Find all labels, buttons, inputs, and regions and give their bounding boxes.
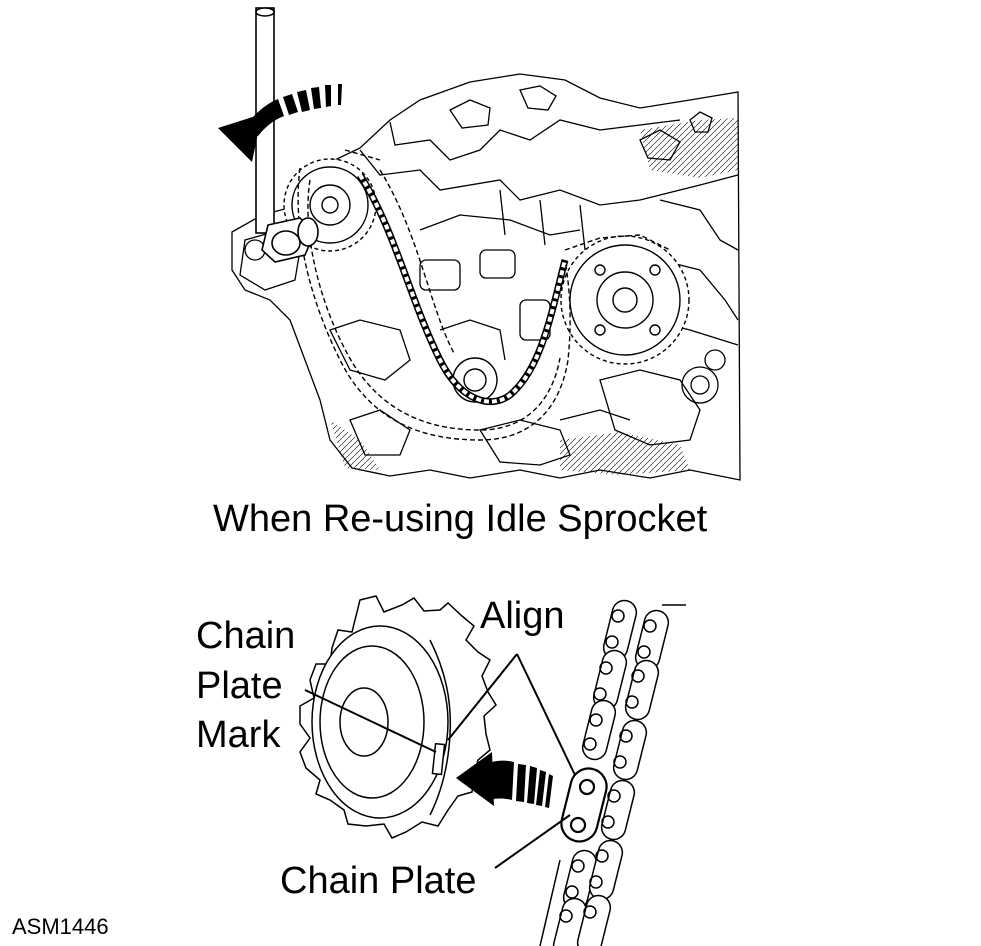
chain-plate-mark-label-line2: Plate — [196, 665, 283, 707]
rotation-arrow-icon — [456, 752, 553, 808]
leader-lines — [304, 653, 576, 869]
align-label: Align — [480, 595, 565, 637]
chain-plate — [560, 767, 608, 843]
rotation-arrow-icon — [218, 84, 342, 162]
figure-id: ASM1446 — [12, 914, 109, 939]
timing-chain-dashed — [297, 149, 671, 441]
timing-chain — [357, 173, 569, 406]
figure-caption: When Re-using Idle Sprocket — [213, 498, 708, 540]
right-cam-sprocket — [560, 235, 690, 365]
chain-plate-label: Chain Plate — [280, 860, 477, 902]
casting-hatch — [330, 118, 738, 475]
lower-timing-chain — [539, 599, 686, 946]
chain-plate-mark-label-line3: Mark — [196, 714, 281, 756]
chain-plate-mark-label-line1: Chain — [196, 615, 296, 657]
idle-sprocket-gear — [299, 595, 497, 839]
wrench — [255, 7, 319, 263]
